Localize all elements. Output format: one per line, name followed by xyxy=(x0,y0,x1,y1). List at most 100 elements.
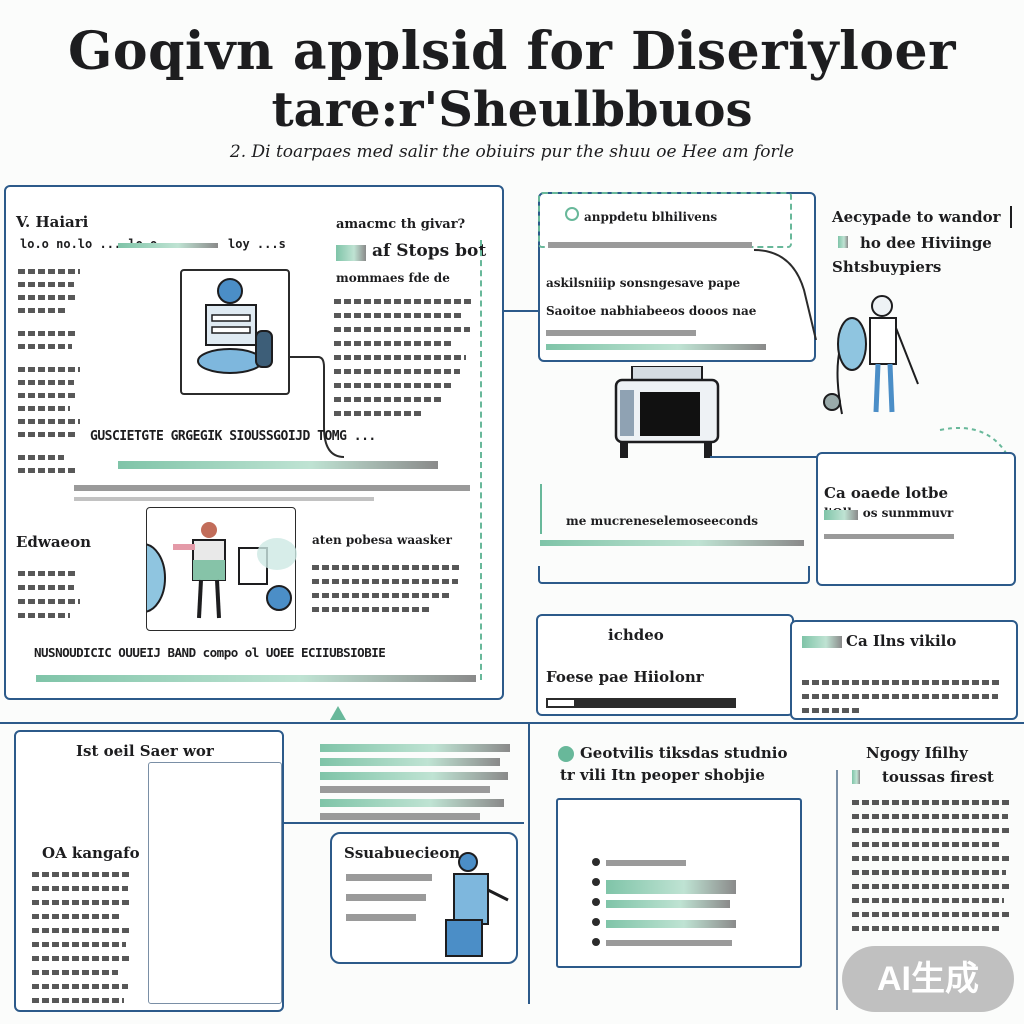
row-bar xyxy=(606,920,736,928)
text-line xyxy=(32,970,118,975)
ichdeo-box: ichdeo Foese pae Hiiolonr xyxy=(536,614,794,716)
stack-bar xyxy=(320,758,500,766)
text-line xyxy=(18,419,80,424)
stack-bar xyxy=(320,772,508,780)
bottom-right-line-1: Ngogy Ifilhy xyxy=(866,744,968,762)
text-line xyxy=(852,898,1004,903)
text-line xyxy=(852,912,1010,917)
text-line xyxy=(18,585,74,590)
text-line xyxy=(32,942,126,947)
card-bar-1 xyxy=(346,874,432,881)
top-mid-line-2: askilsniiip sonsngesave pape xyxy=(546,276,741,290)
text-line xyxy=(802,680,1002,685)
text-line xyxy=(312,579,458,584)
left-panel-header-c: loy ...s xyxy=(228,237,286,251)
left-panel-accent-line xyxy=(480,240,482,680)
right-top-line-2: ho dee Hiviinge xyxy=(860,234,992,252)
stack-bar xyxy=(320,744,510,752)
watermark-badge: AI生成 xyxy=(842,946,1014,1012)
machine-illustration-card xyxy=(180,269,290,395)
machine-icon xyxy=(197,278,273,374)
text-line xyxy=(334,327,470,332)
bullet-icon xyxy=(592,898,600,906)
bottom-left-box: Ist oeil Saer wor OA kangafo xyxy=(14,730,284,1012)
person-icon xyxy=(823,295,919,415)
bullet-icon xyxy=(592,938,600,946)
text-line xyxy=(18,468,76,473)
text-line xyxy=(334,355,466,360)
left-panel-header-a: V. Haiari xyxy=(16,213,89,231)
mid-callout-bar xyxy=(540,540,804,546)
text-line xyxy=(18,308,68,313)
mid-frame xyxy=(538,566,810,584)
text-line xyxy=(852,884,1012,889)
bottom-right-marker xyxy=(852,770,860,784)
footer-bar xyxy=(36,675,476,682)
top-mid-line-3: Saoitoe nabhiabeeos dooos nae xyxy=(546,304,757,318)
text-line xyxy=(852,814,1008,819)
right-top-line-1: Aecypade to wandor xyxy=(832,208,1001,226)
text-line xyxy=(32,928,130,933)
text-line xyxy=(852,926,1002,931)
right-top-marker xyxy=(838,236,848,248)
text-line xyxy=(334,397,444,402)
text-line xyxy=(334,341,454,346)
card-bar-3 xyxy=(346,914,416,921)
page-title-line-1: Goqivn applsid for Diseriyloer xyxy=(67,21,957,82)
foce-label: Foese pae Hiiolonr xyxy=(546,668,704,686)
text-line xyxy=(18,367,80,372)
ichdeo-label: ichdeo xyxy=(608,626,664,644)
left-banner: GUSCIETGTE GRGEGIK SIOUSSGOIJD TOMG ... xyxy=(90,429,376,444)
stack-bar xyxy=(320,813,480,820)
bottom-right-text xyxy=(852,800,1012,940)
callout-2-text-block xyxy=(312,565,462,621)
text-line xyxy=(32,886,128,891)
text-line xyxy=(18,599,80,604)
connector-bottom-mid xyxy=(284,822,524,824)
text-line xyxy=(312,593,452,598)
up-arrow-icon xyxy=(330,706,346,720)
bottom-right-line-2: toussas firest xyxy=(882,768,994,786)
top-mid-line-1: anppdetu blhilivens xyxy=(584,210,718,224)
text-line xyxy=(852,800,1012,805)
list-row xyxy=(592,856,772,876)
text-line xyxy=(18,295,78,300)
screen-list xyxy=(592,856,772,956)
people-illustration-card xyxy=(146,507,297,631)
text-line xyxy=(18,282,74,287)
callout-2: aten pobesa waasker xyxy=(312,533,452,547)
screen-panel xyxy=(556,798,802,968)
mid-callout: me mucreneselemoseeconds xyxy=(566,514,759,528)
ichdeo-bar xyxy=(546,698,736,708)
list-row xyxy=(592,936,772,956)
left-footer-banner: NUSNOUDICIC OUUEIJ BAND compo ol UOEE EC… xyxy=(34,645,386,660)
text-line xyxy=(18,571,78,576)
text-line xyxy=(334,369,460,374)
bottom-left-header: Ist oeil Saer wor xyxy=(76,742,214,760)
top-mid-box: anppdetu blhilivens askilsniiip sonsnges… xyxy=(538,192,816,362)
gear-icon xyxy=(565,207,579,221)
list-row xyxy=(592,876,772,896)
callout-text-block xyxy=(334,299,474,425)
bottom-mid-header-1: Geotvilis tiksdas studnio xyxy=(580,744,788,762)
section-2-label: Edwaeon xyxy=(16,533,92,551)
text-line xyxy=(334,383,454,388)
bottom-mid-frame xyxy=(528,724,530,1004)
printer-icon xyxy=(614,366,720,458)
text-line xyxy=(852,856,1010,861)
text-line xyxy=(32,900,132,905)
text-line xyxy=(32,956,132,961)
right-list-header: Ca Ilns vikilo xyxy=(846,632,957,650)
text-line xyxy=(18,432,76,437)
text-line xyxy=(334,299,472,304)
mid-bracket-top xyxy=(540,484,542,534)
callout-b: af Stops bot xyxy=(372,241,487,261)
stack-bar xyxy=(320,799,504,807)
text-line xyxy=(852,842,1002,847)
ichdeo-bar-fill xyxy=(548,700,574,706)
text-line xyxy=(334,313,464,318)
text-line xyxy=(32,998,124,1003)
text-line xyxy=(18,344,72,349)
top-mid-bar-2 xyxy=(546,330,696,336)
text-line xyxy=(852,870,1006,875)
